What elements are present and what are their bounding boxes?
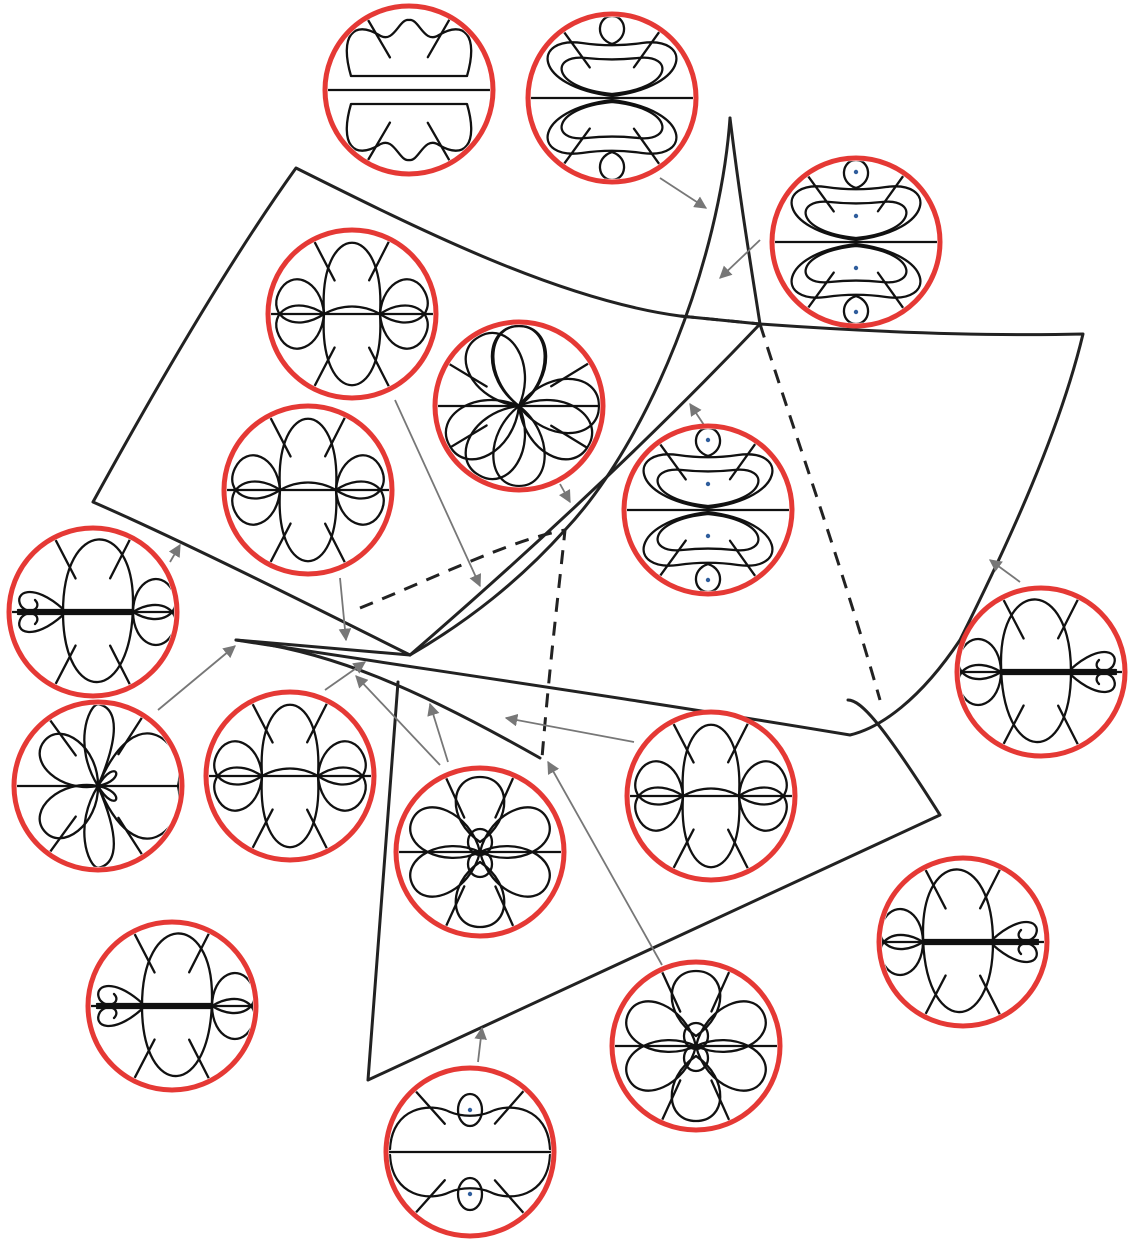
disk-top-center-portrait	[531, 17, 693, 179]
disk-middle-left	[221, 403, 395, 577]
disk-lower-mid-left-portrait	[209, 699, 371, 853]
arrows	[157, 177, 1021, 1063]
disk-lower-center-right-ring	[624, 709, 798, 883]
marked-point	[467, 1107, 473, 1113]
arrow-1	[659, 177, 708, 209]
disk-middle-left-portrait	[227, 413, 389, 567]
disk-bottom-left	[85, 919, 259, 1093]
arrow-4	[558, 483, 571, 504]
sheet-lower	[234, 638, 942, 1082]
hidden-edge-3	[359, 528, 567, 759]
disk-bottom-center-ring	[383, 1065, 557, 1239]
arrow-12	[504, 713, 635, 743]
disk-top-left-ring	[322, 3, 496, 177]
arrow-15	[474, 1026, 487, 1063]
disk-left	[6, 525, 180, 699]
marked-point	[705, 437, 711, 443]
hidden-edge-1	[679, 314, 761, 326]
sheet-swallowtail-edge	[408, 116, 732, 657]
disk-top-right	[769, 155, 943, 329]
disk-lower-left-ring	[11, 699, 185, 873]
disk-bottom-right-ring	[876, 855, 1050, 1029]
disk-lower-center-right	[624, 709, 798, 883]
marked-point	[853, 309, 859, 315]
disk-center-ring	[432, 319, 606, 493]
disk-bottom-right	[876, 855, 1050, 1029]
disk-bottom-center-right-ring	[609, 959, 783, 1133]
disk-center-right-ring	[621, 423, 795, 597]
marked-point	[705, 577, 711, 583]
disk-lower-center	[393, 765, 567, 939]
disk-top-left	[322, 3, 496, 177]
disk-top-center-ring	[525, 11, 699, 185]
arrow-5	[394, 399, 482, 588]
marked-point	[853, 265, 859, 271]
marked-point	[467, 1191, 473, 1197]
marked-point	[705, 533, 711, 539]
disk-bottom-center-right-portrait	[615, 968, 777, 1124]
disk-top-center	[525, 11, 699, 185]
disk-left-ring	[6, 525, 180, 699]
arrow-14	[988, 559, 1021, 583]
disk-center	[432, 319, 606, 493]
disk-top-right-ring	[769, 155, 943, 329]
arrow-8	[157, 645, 236, 711]
disk-bottom-center-right	[609, 959, 783, 1133]
disk-bottom-left-ring	[85, 919, 259, 1093]
disk-center-right	[621, 423, 795, 597]
phase-portrait-disks	[6, 3, 1128, 1239]
arrow-7	[168, 543, 181, 563]
disk-lower-center-right-portrait	[630, 719, 792, 873]
arrow-2	[719, 239, 761, 279]
marked-point	[853, 213, 859, 219]
disk-right	[954, 585, 1128, 759]
disk-bottom-right-portrait	[882, 865, 1044, 1019]
disk-left-portrait	[12, 535, 174, 689]
disk-right-ring	[954, 585, 1128, 759]
hidden-edge-2	[758, 323, 882, 701]
disk-lower-left	[11, 699, 185, 873]
sheet-crease	[408, 322, 762, 657]
disk-bottom-center	[383, 1065, 557, 1239]
arrow-10	[355, 675, 441, 766]
disk-middle-left-ring	[221, 403, 395, 577]
marked-point	[853, 169, 859, 175]
disk-center-right-portrait	[627, 429, 789, 591]
disk-upper-left	[265, 227, 439, 401]
arrow-11	[427, 702, 449, 763]
disk-upper-left-portrait	[271, 237, 433, 391]
disk-top-left-portrait	[328, 15, 490, 165]
disk-bottom-center-portrait	[389, 1087, 551, 1217]
arrow-9	[324, 661, 367, 691]
arrow-6	[338, 577, 352, 642]
disk-lower-left-portrait	[17, 705, 179, 867]
disk-lower-center-portrait	[399, 774, 561, 930]
disk-lower-mid-left-ring	[203, 689, 377, 863]
disk-lower-center-ring	[393, 765, 567, 939]
sheet-swallowtail-edge-right	[728, 116, 762, 326]
disk-upper-left-ring	[265, 227, 439, 401]
arrow-13	[547, 760, 663, 966]
disk-center-portrait	[438, 325, 600, 487]
marked-point	[705, 481, 711, 487]
disk-lower-mid-left	[203, 689, 377, 863]
disk-top-right-portrait	[775, 161, 937, 323]
